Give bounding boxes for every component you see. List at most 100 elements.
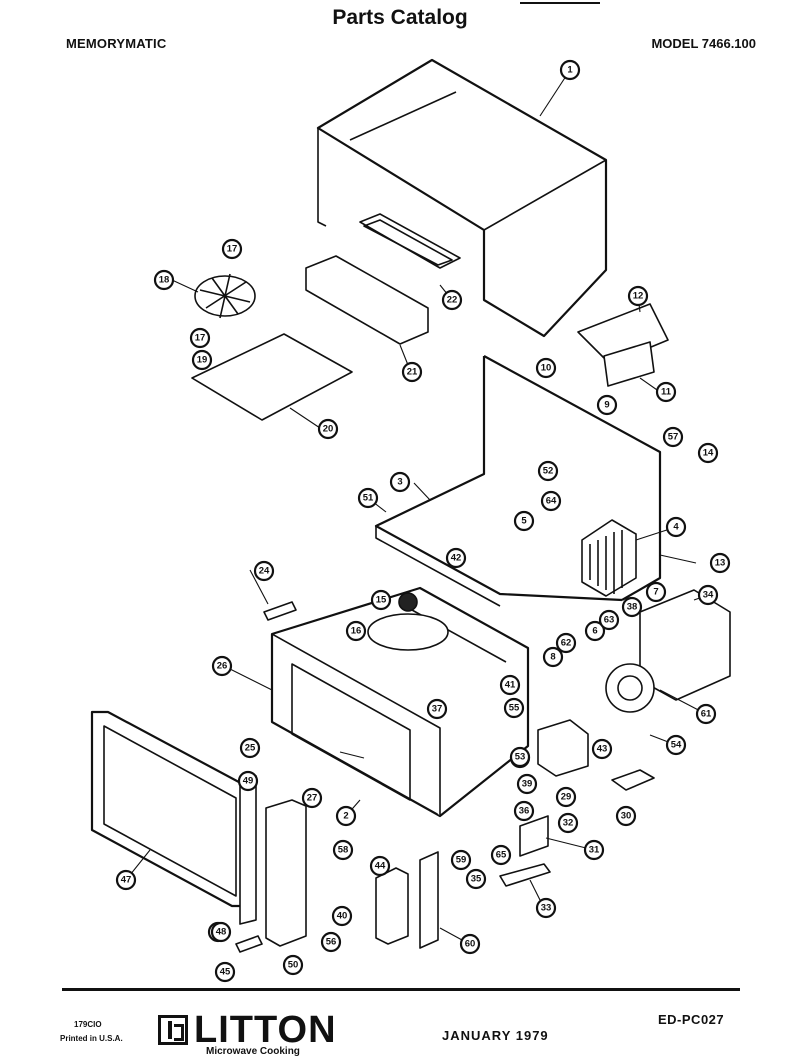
callout-11: 11: [655, 381, 677, 403]
door-assembly: [90, 710, 252, 908]
svg-text:41: 41: [505, 680, 516, 691]
callout-41: 41: [499, 674, 521, 696]
transformer: [581, 519, 637, 597]
callout-17b: 17: [189, 327, 211, 349]
svg-text:47: 47: [121, 875, 132, 886]
svg-text:34: 34: [703, 590, 714, 601]
svg-text:53: 53: [515, 752, 526, 763]
callout-49: 49: [237, 770, 259, 792]
exploded-parts-diagram: 1 2 3 4 5 6 7 8 9 10 11 12 13 14 15 16 1…: [90, 58, 731, 983]
svg-text:59: 59: [456, 855, 467, 866]
svg-text:51: 51: [363, 493, 374, 504]
bottom-plate-60: [419, 851, 439, 949]
callout-18: 18: [153, 269, 175, 291]
callout-19: 19: [191, 349, 213, 371]
svg-text:40: 40: [337, 911, 348, 922]
callout-16: 16: [345, 620, 367, 642]
svg-text:58: 58: [338, 845, 349, 856]
callout-38: 38: [621, 596, 643, 618]
svg-text:18: 18: [159, 275, 170, 286]
brand-line: MEMORYMATIC: [66, 36, 167, 51]
callout-61: 61: [695, 703, 717, 725]
callout-57: 57: [662, 426, 684, 448]
callout-58: 58: [332, 839, 354, 861]
callout-30: 30: [615, 805, 637, 827]
bracket-44: [375, 867, 409, 945]
callout-59: 59: [450, 849, 472, 871]
callout-9: 9: [596, 394, 618, 416]
svg-text:19: 19: [197, 355, 208, 366]
callout-45: 45: [214, 961, 236, 983]
callout-15: 15: [370, 589, 392, 611]
svg-text:61: 61: [701, 709, 712, 720]
svg-text:10: 10: [541, 363, 552, 374]
svg-text:5: 5: [521, 516, 527, 527]
svg-text:11: 11: [661, 387, 672, 398]
callout-27: 27: [301, 787, 323, 809]
litton-logo-mark: [158, 1015, 188, 1045]
model-number: MODEL 7466.100: [651, 36, 756, 51]
callout-6: 6: [584, 620, 606, 642]
svg-text:35: 35: [471, 874, 482, 885]
document-number: ED-PC027: [658, 1012, 725, 1027]
inner-chassis: [374, 355, 662, 607]
svg-text:52: 52: [543, 466, 554, 477]
door-panel: [239, 775, 257, 925]
svg-text:3: 3: [397, 477, 402, 488]
svg-text:30: 30: [621, 811, 632, 822]
oven-cavity: [270, 586, 530, 818]
callout-56: 56: [320, 931, 342, 953]
callout-7: 7: [645, 581, 667, 603]
printed-note: Printed in U.S.A.: [60, 1034, 123, 1043]
callout-32: 32: [557, 812, 579, 834]
top-vent-parts: [305, 213, 461, 345]
callout-65: 65: [490, 844, 512, 866]
litton-logo: LITTON: [158, 1010, 337, 1050]
hinge-24: [263, 601, 297, 621]
svg-text:37: 37: [432, 704, 443, 715]
svg-text:26: 26: [217, 661, 228, 672]
svg-text:22: 22: [447, 295, 458, 306]
callout-47: 47: [115, 869, 137, 891]
callout-37: 37: [426, 698, 448, 720]
switch-29: [537, 719, 589, 777]
latch-46: [235, 935, 263, 953]
svg-text:20: 20: [323, 424, 334, 435]
svg-text:2: 2: [343, 811, 348, 822]
callout-48: 48: [210, 921, 232, 943]
callout-39: 39: [516, 773, 538, 795]
callout-55: 55: [503, 697, 525, 719]
callout-26: 26: [211, 655, 233, 677]
svg-text:21: 21: [407, 367, 418, 378]
svg-text:14: 14: [703, 448, 714, 459]
publication-date: JANUARY 1979: [442, 1028, 549, 1043]
callout-52: 52: [537, 460, 559, 482]
callout-40: 40: [331, 905, 353, 927]
callout-25: 25: [239, 737, 261, 759]
svg-text:44: 44: [375, 861, 386, 872]
callout-44: 44: [369, 855, 391, 877]
callout-31: 31: [583, 839, 605, 861]
callout-4: 4: [665, 516, 687, 538]
svg-text:45: 45: [220, 967, 231, 978]
svg-text:60: 60: [465, 939, 476, 950]
fan-blade: [194, 273, 256, 319]
callout-10: 10: [535, 357, 557, 379]
svg-text:17: 17: [195, 333, 206, 344]
svg-text:56: 56: [326, 937, 337, 948]
svg-text:36: 36: [519, 806, 530, 817]
logo-subtitle: Microwave Cooking: [206, 1046, 300, 1057]
callout-22: 22: [441, 289, 463, 311]
svg-text:25: 25: [245, 743, 256, 754]
callout-1: 1: [559, 59, 581, 81]
catalog-code: 179CIO: [74, 1020, 102, 1029]
callout-54: 54: [665, 734, 687, 756]
svg-text:13: 13: [715, 558, 726, 569]
svg-text:16: 16: [351, 626, 362, 637]
litton-logo-text: LITTON: [194, 1009, 337, 1051]
callout-36: 36: [513, 800, 535, 822]
callout-5: 5: [513, 510, 535, 532]
switch-30: [519, 815, 549, 857]
bracket: [577, 303, 669, 387]
svg-text:64: 64: [546, 496, 557, 507]
